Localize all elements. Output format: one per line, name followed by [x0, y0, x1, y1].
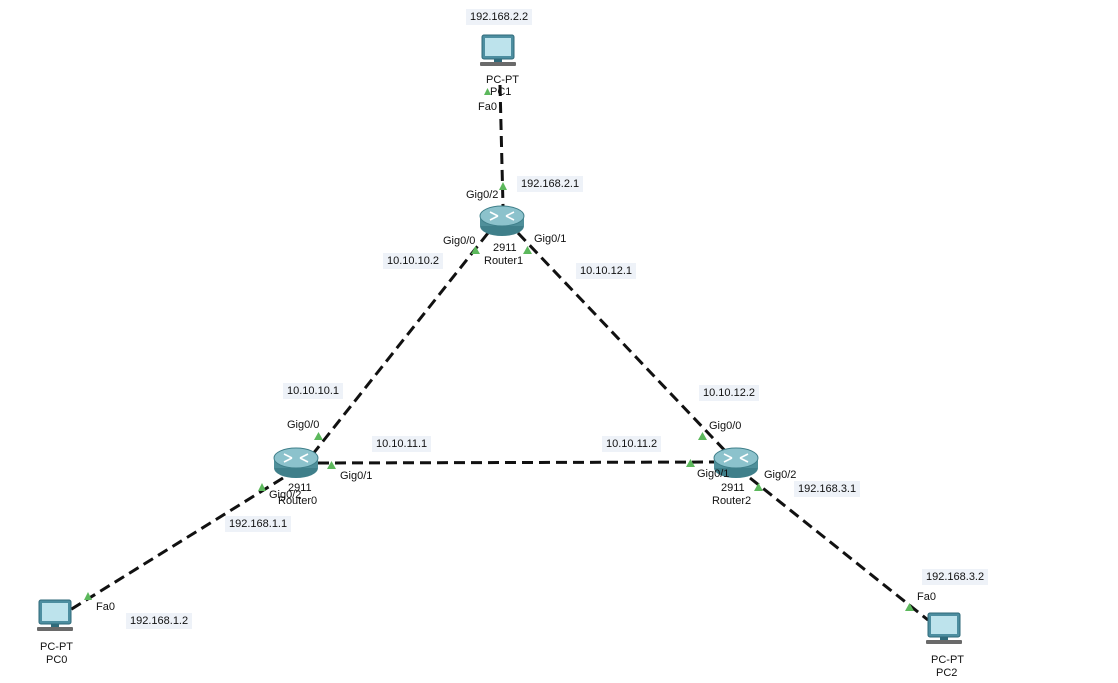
pc1-ip-label: 192.168.2.2	[466, 9, 533, 25]
router0-lan-ip-label: 192.168.1.1	[225, 516, 292, 532]
pc1-fa0-label: Fa0	[478, 101, 497, 113]
pc1-model-label: PC-PT	[486, 74, 519, 86]
pc2-name-label: PC2	[936, 667, 958, 679]
pc2-model-label: PC-PT	[931, 654, 964, 666]
router1-lan-ip-label: 192.168.2.1	[517, 176, 584, 192]
link-router1-router0[interactable]	[303, 232, 490, 465]
router1-gig0-1-label: Gig0/1	[534, 233, 567, 245]
router0-icon[interactable]	[273, 447, 319, 478]
link-router0-router2[interactable]	[317, 460, 721, 465]
pc0-ip-label: 192.168.1.2	[126, 613, 193, 629]
link-router0-pc0[interactable]	[69, 476, 284, 612]
pc0-icon[interactable]	[37, 599, 73, 631]
router2-icon[interactable]	[713, 447, 759, 478]
router2-gig0-0-label: Gig0/0	[709, 420, 742, 432]
pc0-fa0-label: Fa0	[96, 601, 115, 613]
link-pc1-router1[interactable]	[498, 84, 505, 207]
router1-icon[interactable]	[479, 205, 525, 236]
pc0-name-label: PC0	[46, 654, 68, 666]
router2-model-label: 2911	[721, 482, 745, 494]
router2-gig0-1-label: Gig0/1	[697, 468, 730, 480]
port-indicators	[84, 88, 914, 611]
port-up-icon	[523, 246, 532, 254]
pc1-name-label: PC1	[490, 86, 512, 98]
port-up-icon	[686, 459, 695, 467]
router2-to-router0-ip-label: 10.10.11.2	[602, 436, 662, 452]
router2-name-label: Router2	[712, 495, 752, 507]
router1-model-label: 2911	[493, 242, 517, 254]
port-up-icon	[327, 461, 336, 469]
router0-gig0-0-label: Gig0/0	[287, 419, 320, 431]
port-up-icon	[484, 88, 491, 95]
port-up-icon	[314, 432, 323, 440]
router1-to-router2-ip-label: 10.10.12.1	[576, 263, 636, 279]
link-router1-router2[interactable]	[516, 231, 732, 458]
port-up-icon	[754, 483, 763, 491]
router1-gig0-2-label: Gig0/2	[466, 189, 499, 201]
router2-gig0-2-label: Gig0/2	[764, 469, 797, 481]
router0-to-router2-ip-label: 10.10.11.1	[372, 436, 432, 452]
router1-name-label: Router1	[484, 255, 524, 267]
router0-name-label: Router0	[278, 495, 318, 507]
router1-to-router0-ip-label: 10.10.10.2	[383, 253, 443, 269]
links	[69, 84, 929, 622]
pc2-fa0-label: Fa0	[917, 591, 936, 603]
pc1-icon[interactable]	[480, 34, 516, 66]
port-up-icon	[258, 483, 266, 491]
router0-model-label: 2911	[288, 482, 312, 494]
router0-gig0-2-label: Gig0/2	[269, 489, 302, 501]
port-up-icon	[471, 246, 480, 254]
pc2-ip-label: 192.168.3.2	[922, 569, 989, 585]
router1-gig0-0-label: Gig0/0	[443, 235, 476, 247]
router2-to-router1-ip-label: 10.10.12.2	[699, 385, 759, 401]
pc2-icon[interactable]	[926, 612, 962, 644]
port-up-icon	[84, 592, 92, 600]
pc0-model-label: PC-PT	[40, 641, 73, 653]
router0-gig0-1-label: Gig0/1	[340, 470, 373, 482]
port-up-icon	[698, 432, 707, 440]
port-up-icon	[905, 603, 914, 611]
router0-to-router1-ip-label: 10.10.10.1	[283, 383, 343, 399]
port-up-icon	[499, 182, 507, 190]
router2-lan-ip-label: 192.168.3.1	[794, 481, 861, 497]
link-router2-pc2[interactable]	[749, 476, 929, 622]
